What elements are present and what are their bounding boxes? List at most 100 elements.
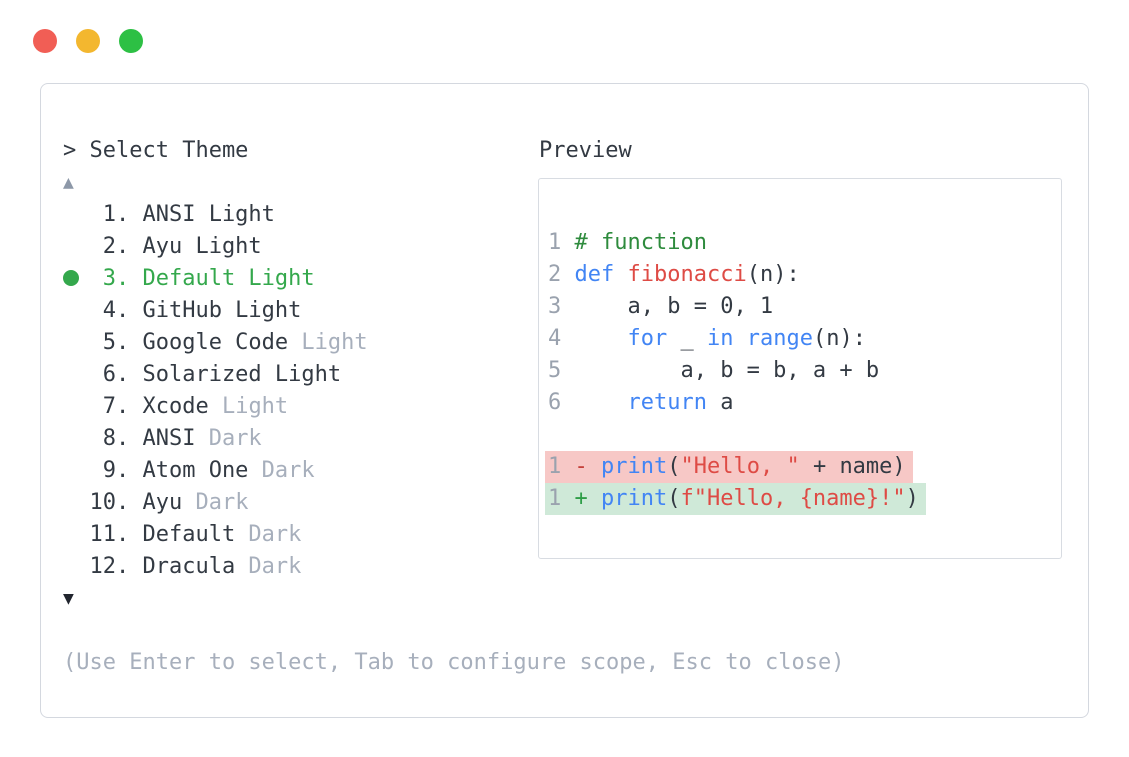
line-number: 1 (548, 230, 562, 255)
minimize-button[interactable] (76, 29, 100, 53)
theme-item-variant: Light (208, 394, 289, 419)
theme-item-separator: . (115, 330, 143, 355)
theme-item-number: 1 (102, 202, 116, 227)
theme-item-separator: . (115, 458, 143, 483)
hint-text: (Use Enter to select, Tab to configure s… (63, 650, 845, 675)
theme-list-item[interactable]: 2. Ayu Light (63, 231, 368, 263)
theme-item-name: Solarized Light (142, 362, 342, 387)
code-token: + name) (799, 454, 906, 479)
theme-item-separator: . (115, 426, 143, 451)
theme-item-number: 4 (102, 298, 116, 323)
theme-item-name: Ayu (142, 490, 183, 515)
theme-item-separator: . (115, 394, 143, 419)
select-theme-prompt: > Select Theme (63, 138, 249, 163)
theme-list-item[interactable]: 9. Atom One Dark (63, 455, 368, 487)
diff-line-removed: 1 - print("Hello, " + name) (545, 451, 926, 483)
line-number: 6 (548, 390, 562, 415)
line-number: 3 (548, 294, 562, 319)
code-line: 4 for _ in range(n): (548, 323, 926, 355)
theme-item-number: 10 (89, 490, 116, 515)
code-token: _ (667, 326, 707, 351)
theme-item-variant: Light (288, 330, 368, 355)
code-token: return (627, 390, 707, 415)
theme-item-name: Google Code (142, 330, 289, 355)
code-token: f"Hello, {name}!" (680, 486, 906, 511)
code-token: # function (574, 230, 707, 255)
theme-item-name: Default (142, 522, 236, 547)
theme-item-number: 2 (102, 234, 116, 259)
theme-item-name: ANSI Light (142, 202, 275, 227)
theme-list-item[interactable]: 1. ANSI Light (63, 199, 368, 231)
code-token: range (746, 326, 813, 351)
code-line: 1 # function (548, 227, 926, 259)
theme-list-item[interactable]: 11. Default Dark (63, 519, 368, 551)
blank-line (548, 419, 926, 451)
theme-item-variant: Dark (248, 458, 315, 483)
theme-list-item[interactable]: 5. Google Code Light (63, 327, 368, 359)
code-token: (n): (812, 326, 866, 351)
selected-dot-icon (63, 263, 89, 295)
code-token (614, 262, 627, 287)
theme-item-variant: Dark (195, 426, 262, 451)
theme-item-number: 6 (102, 362, 116, 387)
diff-highlight-removed: 1 - print("Hello, " + name) (545, 451, 913, 483)
theme-item-separator: . (115, 298, 143, 323)
theme-list-item[interactable]: 7. Xcode Light (63, 391, 368, 423)
code-token: print (601, 486, 668, 511)
code-token: ) (905, 486, 919, 511)
theme-item-separator: . (115, 266, 143, 291)
theme-item-number: 8 (102, 426, 116, 451)
code-token: def (574, 262, 615, 287)
scroll-down-icon[interactable]: ▼ (63, 588, 74, 609)
theme-item-number: 7 (102, 394, 116, 419)
code-line: 3 a, b = 0, 1 (548, 291, 926, 323)
line-number: 1 (548, 486, 562, 511)
theme-list-item[interactable]: 6. Solarized Light (63, 359, 368, 391)
code-line: 6 return a (548, 387, 926, 419)
code-token: fibonacci (627, 262, 747, 287)
code-token (575, 390, 628, 415)
code-token: for (627, 326, 668, 351)
theme-list-item[interactable]: 4. GitHub Light (63, 295, 368, 327)
close-button[interactable] (33, 29, 57, 53)
code-token: a, b = b, a + b (574, 358, 880, 383)
theme-item-name: Xcode (142, 394, 209, 419)
theme-list-item[interactable]: 12. Dracula Dark (63, 551, 368, 583)
code-line: 5 a, b = b, a + b (548, 355, 926, 387)
theme-item-number: 5 (102, 330, 116, 355)
diff-minus-sign: - (574, 454, 588, 479)
preview-label: Preview (539, 138, 632, 163)
theme-item-variant: Dark (235, 522, 302, 547)
theme-item-separator: . (115, 522, 143, 547)
code-token: a, b = 0, 1 (574, 294, 774, 319)
theme-item-separator: . (115, 490, 143, 515)
diff-plus-sign: + (574, 486, 588, 511)
theme-item-variant: Dark (235, 554, 302, 579)
code-token: "Hello, " (680, 454, 800, 479)
line-number: 5 (548, 358, 562, 383)
code-token (575, 326, 628, 351)
scroll-up-icon[interactable]: ▲ (63, 172, 74, 193)
theme-item-separator: . (115, 234, 143, 259)
theme-list-item[interactable]: 3. Default Light (63, 263, 368, 295)
theme-item-name: Atom One (142, 458, 249, 483)
line-number: 1 (548, 454, 562, 479)
diff-line-added: 1 + print(f"Hello, {name}!") (545, 483, 926, 515)
code-token: print (601, 454, 668, 479)
theme-item-name: GitHub Light (142, 298, 302, 323)
theme-item-name: Default Light (142, 266, 315, 291)
code-line: 2 def fibonacci(n): (548, 259, 926, 291)
theme-item-number: 11 (89, 522, 116, 547)
theme-item-name: Dracula (142, 554, 236, 579)
theme-list-item[interactable]: 8. ANSI Dark (63, 423, 368, 455)
code-token: ( (667, 454, 681, 479)
line-number: 4 (548, 326, 562, 351)
theme-list-item[interactable]: 10. Ayu Dark (63, 487, 368, 519)
maximize-button[interactable] (119, 29, 143, 53)
code-token: a (706, 390, 734, 415)
theme-item-variant: Dark (182, 490, 249, 515)
code-token (733, 326, 746, 351)
